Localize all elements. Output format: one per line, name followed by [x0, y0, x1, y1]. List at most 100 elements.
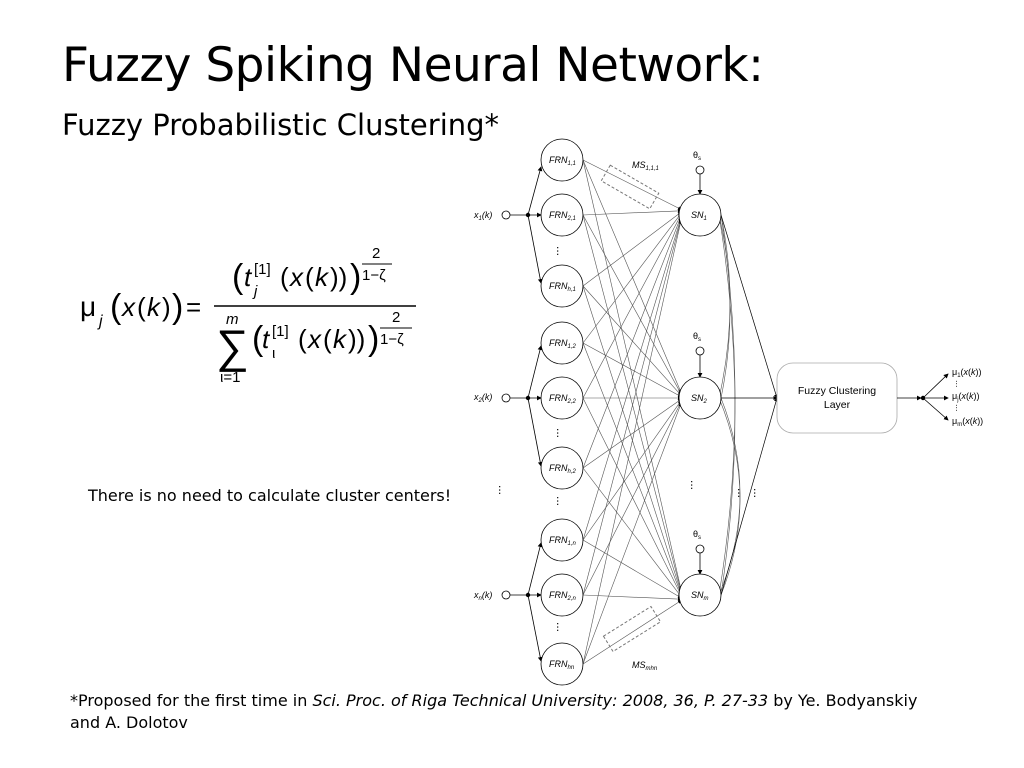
sn-ellipsis: ...	[688, 480, 702, 490]
svg-text:(: (	[232, 258, 244, 296]
frn-sn-connection	[582, 218, 682, 596]
svg-text:∑: ∑	[216, 320, 249, 372]
frn-sn-connection	[582, 159, 682, 210]
membership-formula: μ j ( x ( k ) ) = ( t [1] j ( x ( k )) )…	[80, 245, 416, 386]
frn-node-label: FRN1,n	[549, 535, 577, 547]
frn-sn-connection	[582, 600, 682, 665]
frn-ellipsis-4: ...	[554, 622, 568, 632]
sn-lateral-connection	[717, 214, 736, 596]
svg-text:(: (	[305, 262, 314, 292]
frn-node-label: FRN2,n	[549, 590, 577, 602]
input-node-1: x1(k)	[473, 210, 511, 222]
frn-node-label: FRN1,1	[549, 155, 576, 167]
synapse-box-top	[600, 164, 660, 210]
svg-text:x: x	[306, 324, 322, 354]
svg-text:m: m	[226, 311, 239, 328]
spiking-neuron-label: SN1	[691, 210, 707, 222]
svg-text:t: t	[262, 324, 271, 354]
input-ellipsis: ...	[496, 485, 510, 495]
svg-text:): )	[162, 292, 171, 322]
frn-sn-connection	[582, 539, 682, 599]
frn-sn-connection	[582, 467, 682, 597]
synapse-label-top: MS1,1,1	[632, 160, 659, 172]
svg-text:1−ζ: 1−ζ	[362, 267, 386, 284]
frn-sn-connection	[582, 159, 682, 393]
svg-text:x2(k): x2(k)	[473, 392, 492, 404]
output-ellipsis-2: ...	[954, 404, 964, 412]
svg-text:x: x	[120, 292, 136, 322]
svg-text:2: 2	[372, 245, 380, 262]
frn-node: FRN2,2	[540, 376, 584, 420]
frn-sn-connection	[582, 399, 682, 469]
spiking-neuron-node: SN1	[678, 193, 722, 237]
spiking-neuron-node: SN2	[678, 376, 722, 420]
output-label-1: μ1(x(k))	[952, 367, 982, 379]
footnote-suffix: by Ye. Bodyanskiy and A. Dolotov	[70, 691, 918, 732]
svg-text:j: j	[252, 283, 258, 300]
output-label-j: μj(x(k))	[952, 391, 980, 403]
frn-node: FRNh,2	[540, 446, 584, 490]
output-ellipsis-1: ...	[954, 380, 964, 388]
frn-node: FRNh,1	[540, 264, 584, 308]
fuzzy-clustering-layer: Fuzzy Clustering Layer	[776, 362, 898, 434]
frn-sn-connection	[582, 215, 682, 469]
svg-text:[1]: [1]	[254, 261, 271, 278]
frn-sn-connection	[582, 403, 682, 665]
frn-node: FRN1,1	[540, 138, 584, 182]
svg-text:ι: ι	[272, 345, 275, 362]
svg-text:xn(k): xn(k)	[473, 590, 492, 602]
footnote-source: Sci. Proc. of Riga Technical University:…	[312, 691, 769, 710]
svg-text:t: t	[244, 262, 253, 292]
frn-node-label: FRN1,2	[549, 338, 577, 350]
footnote: *Proposed for the first time in Sci. Pro…	[70, 690, 950, 734]
svg-text:(: (	[323, 324, 332, 354]
frn-node: FRN2,1	[540, 193, 584, 237]
frn-sn-connection	[582, 285, 682, 593]
theta-node-2	[695, 346, 705, 356]
frn-ellipsis-3: ...	[554, 496, 568, 506]
theta-node-3	[695, 544, 705, 554]
svg-text:k: k	[315, 262, 330, 292]
sn-output-connection	[720, 397, 779, 596]
sn-lateral-connection	[717, 214, 731, 399]
theta-label-1: θs	[693, 150, 701, 162]
input-node-n: xn(k)	[473, 590, 511, 602]
frn-sn-connection	[582, 159, 683, 590]
svg-text:Fuzzy Clustering: Fuzzy Clustering	[798, 385, 876, 397]
svg-text:k: k	[147, 292, 162, 322]
svg-text:): )	[350, 258, 361, 296]
frn-node-label: FRN2,2	[549, 393, 577, 405]
svg-text:)): ))	[348, 324, 365, 354]
frn-sn-connection	[582, 213, 682, 344]
frn-node-label: FRNh,2	[549, 463, 577, 475]
svg-text:j: j	[97, 313, 103, 330]
frn-sn-connection	[582, 209, 682, 216]
svg-text:2: 2	[392, 309, 400, 326]
frn-sn-connection	[582, 401, 682, 596]
svg-text:=: =	[186, 292, 201, 322]
frn-node: FRN1,n	[540, 518, 584, 562]
svg-text:(: (	[280, 262, 289, 292]
frn-sn-connection	[582, 211, 682, 287]
frn-ellipsis-2: ...	[554, 428, 568, 438]
svg-text:(: (	[298, 324, 307, 354]
frn-node-label: FRNh,1	[549, 281, 576, 293]
formula-lhs-mu: μ	[80, 291, 96, 322]
frn-node: FRN1,2	[540, 321, 584, 365]
frn-sn-connection	[582, 594, 682, 601]
slide-subtitle: Fuzzy Probabilistic Clustering*	[62, 108, 500, 142]
svg-text:)): ))	[330, 262, 347, 292]
output-label-m: μm(x(k))	[952, 416, 983, 428]
synapse-label-bottom: MSmhn	[632, 660, 658, 672]
sn-ellipsis-side-2: ...	[751, 488, 765, 498]
svg-text:(: (	[252, 320, 264, 358]
slide-title: Fuzzy Spiking Neural Network:	[62, 38, 764, 93]
spiking-neuron-label: SNm	[691, 590, 709, 602]
theta-label-2: θs	[693, 331, 701, 343]
svg-text:x1(k): x1(k)	[473, 210, 492, 222]
frn-sn-connection	[582, 214, 682, 395]
input-node-2: x2(k)	[473, 392, 511, 404]
sn-output-connection	[720, 214, 778, 399]
svg-text:): )	[172, 288, 183, 326]
